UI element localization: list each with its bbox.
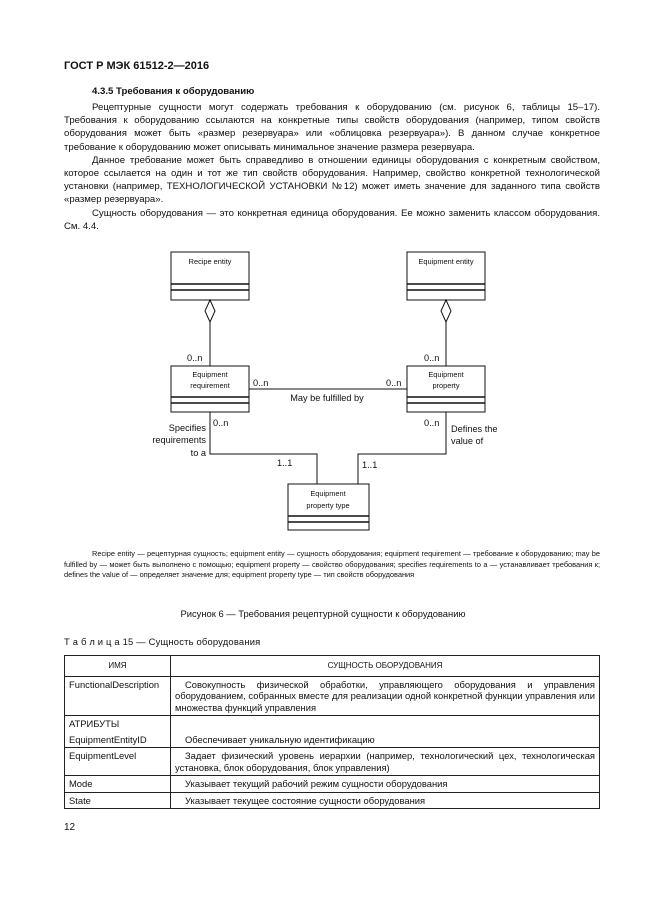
aggregation-diamond — [440, 298, 452, 324]
multiplicity: 1..1 — [362, 460, 377, 470]
column-header: СУЩНОСТЬ ОБОРУДОВАНИЯ — [170, 655, 600, 677]
column-header: ИМЯ — [64, 655, 171, 677]
multiplicity: 0..n — [187, 353, 202, 363]
multiplicity: 0..n — [424, 418, 439, 428]
attribute-name: FunctionalDescription — [64, 675, 171, 716]
class-name: Equipment — [310, 489, 345, 498]
equipment-entity-table: ИМЯ СУЩНОСТЬ ОБОРУДОВАНИЯ FunctionalDesc… — [64, 655, 600, 809]
table-header-row: ИМЯ СУЩНОСТЬ ОБОРУДОВАНИЯ — [64, 655, 600, 677]
paragraph: Данное требование может быть справедливо… — [64, 154, 600, 206]
body-text: Рецептурные сущности могут содержать тре… — [64, 101, 600, 233]
role-label: Defines the — [451, 424, 497, 434]
figure-legend: Recipe entity — рецептурная сущность; eq… — [64, 549, 600, 579]
equipment-property-class — [406, 365, 486, 413]
table-row: EquipmentLevel Задает физический уровень… — [64, 747, 600, 776]
table-row: State Указывает текущее состояние сущнос… — [64, 791, 600, 809]
section-title: 4.3.5 Требования к оборудованию — [92, 86, 255, 97]
association-label: May be fulfilled by — [290, 393, 364, 403]
class-name: Equipment entity — [418, 257, 473, 266]
aggregation-diamond — [204, 298, 216, 324]
multiplicity: 0..n — [253, 378, 268, 388]
role-label: Specifies — [169, 423, 207, 433]
class-name: requirement — [190, 381, 229, 390]
paragraph: Сущность оборудования — это конкретная е… — [64, 207, 600, 232]
attribute-name: EquipmentLevel — [64, 747, 171, 776]
attribute-description: Задает физический уровень иерархии (напр… — [170, 747, 600, 776]
multiplicity: 1..1 — [277, 458, 292, 468]
class-name: property type — [306, 501, 349, 510]
class-name: Equipment — [192, 370, 227, 379]
attribute-description — [170, 715, 600, 732]
association-line — [209, 412, 318, 484]
table-row: EquipmentEntityID Обеспечивает уникальну… — [64, 731, 600, 748]
attribute-description: Указывает текущее состояние сущности обо… — [170, 791, 600, 809]
page-number: 12 — [64, 822, 76, 833]
multiplicity: 0..n — [386, 378, 401, 388]
figure-caption: Рисунок 6 — Требования рецептурной сущно… — [180, 608, 466, 619]
document-header: ГОСТ Р МЭК 61512-2—2016 — [64, 60, 210, 72]
role-label: value of — [451, 436, 484, 446]
multiplicity: 0..n — [213, 418, 228, 428]
attribute-description: Указывает текущий рабочий режим сущности… — [170, 775, 600, 793]
attribute-name: Mode — [64, 775, 171, 793]
paragraph: Рецептурные сущности могут содержать тре… — [64, 102, 600, 153]
attribute-description: Совокупность физической обработки, управ… — [170, 675, 600, 716]
table-row: FunctionalDescription Совокупность физич… — [64, 675, 600, 716]
table-row: Mode Указывает текущий рабочий режим сущ… — [64, 775, 600, 793]
attribute-name: State — [64, 791, 171, 809]
attribute-name: EquipmentEntityID — [64, 731, 171, 748]
class-name: Equipment — [428, 370, 463, 379]
role-label: to a — [191, 448, 207, 458]
class-name: property — [432, 381, 459, 390]
role-label: requirements — [152, 435, 206, 445]
class-name: Recipe entity — [189, 257, 232, 266]
multiplicity: 0..n — [424, 353, 439, 363]
attribute-name: АТРИБУТЫ — [64, 715, 171, 732]
attribute-description: Обеспечивает уникальную идентификацию — [170, 731, 600, 748]
recipe-entity-class — [170, 251, 250, 301]
table-row: АТРИБУТЫ — [64, 715, 600, 732]
association-line — [357, 412, 447, 484]
table-caption: Т а б л и ц а 15 — Сущность оборудования — [64, 636, 261, 647]
equipment-entity-class — [406, 251, 486, 301]
